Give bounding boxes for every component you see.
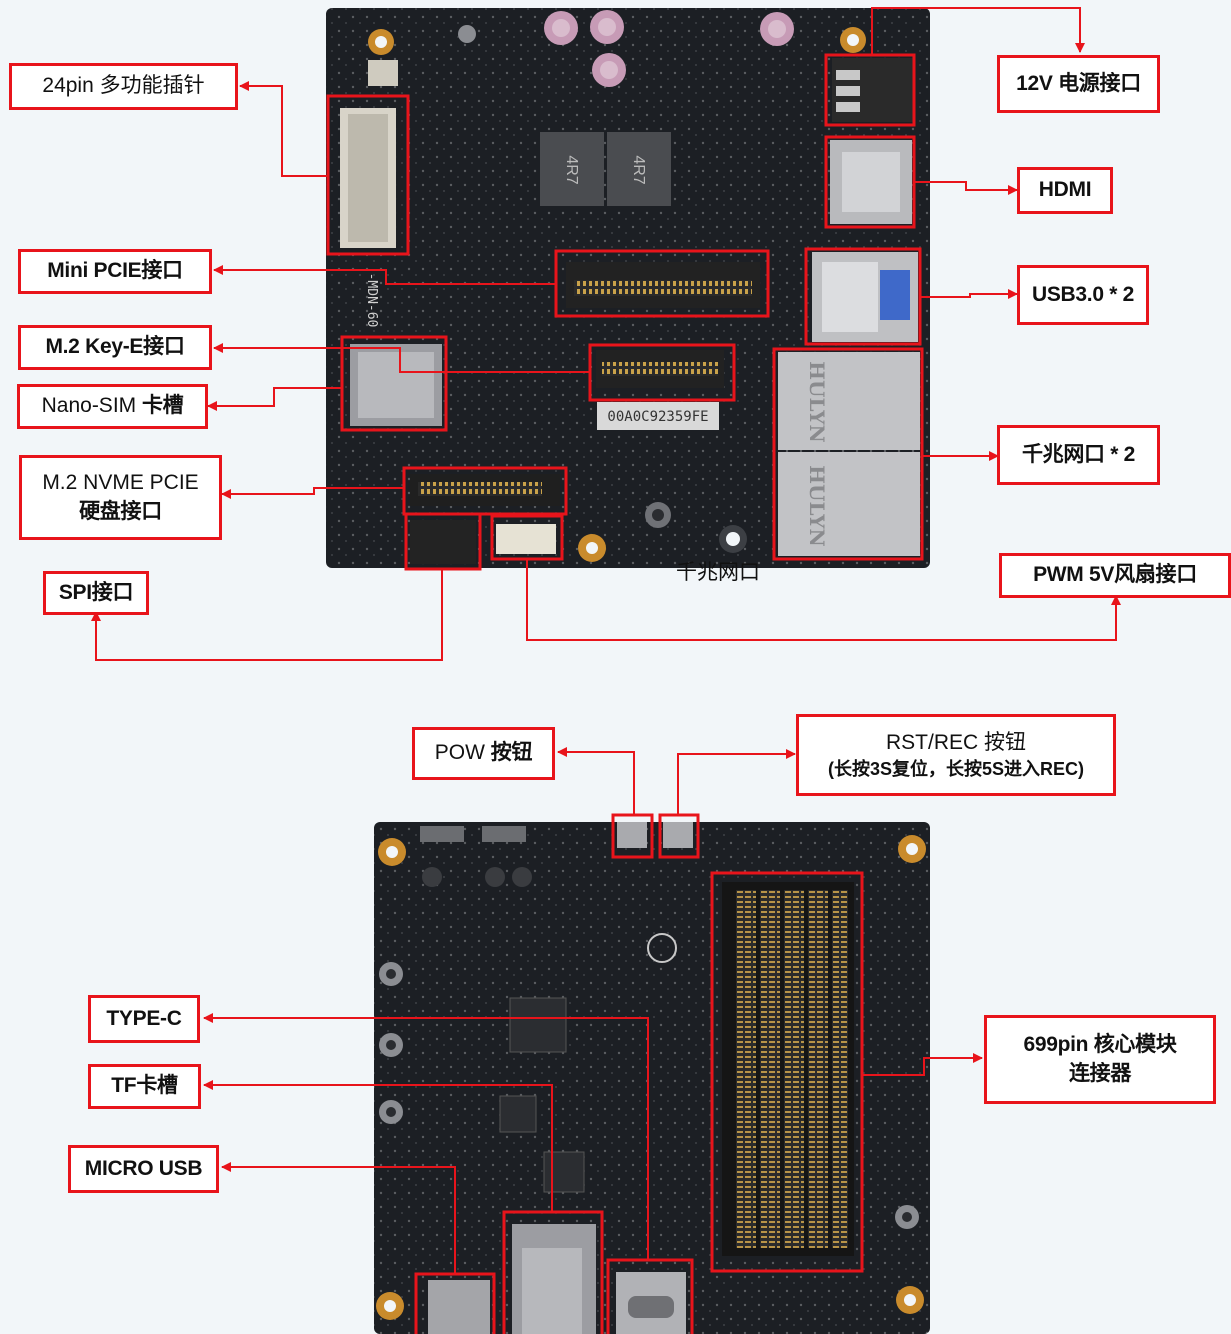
- bottom-callout-lines: [203, 747, 983, 1274]
- label-nano-sim-text: Nano-SIM: [41, 394, 142, 418]
- top-callout-lines: [91, 7, 1121, 661]
- label-24pin-text: 24pin 多功能插针: [42, 74, 205, 98]
- label-pow-button: POW 按钮: [412, 727, 555, 780]
- label-hdmi-text: HDMI: [1038, 178, 1092, 202]
- label-nano-sim-slot: 卡槽: [141, 394, 184, 418]
- label-pow-text: POW: [434, 741, 491, 765]
- label-micro-usb-text: MICRO USB: [84, 1156, 203, 1180]
- mac-sticker: 00A0C92359FE: [607, 409, 708, 425]
- inductor-marking: 4R7: [563, 155, 580, 184]
- silk-marking: -MDN-60: [364, 273, 379, 328]
- label-gigabit-text: 千兆网口 * 2: [1021, 442, 1136, 466]
- label-rst-line1: RST/REC 按钮: [885, 730, 1026, 754]
- label-rst-line2: (长按3S复位，长按5S进入REC): [827, 759, 1085, 780]
- rj45-brand: HULYN: [805, 465, 829, 547]
- label-699pin-line1: 699pin 核心模块: [1023, 1033, 1177, 1057]
- label-usb3: USB3.0 * 2: [1017, 265, 1149, 325]
- label-tf-slot: TF卡槽: [88, 1064, 201, 1109]
- rj45-brand: HULYN: [805, 361, 829, 443]
- label-699pin-line2: 连接器: [1068, 1061, 1132, 1085]
- label-m2-nvme: M.2 NVME PCIE 硬盘接口: [19, 455, 222, 540]
- label-nvme-line1: M.2 NVME PCIE: [42, 471, 199, 495]
- label-pwm-fan-text: PWM 5V风扇接口: [1033, 563, 1197, 587]
- label-24pin-header: 24pin 多功能插针: [9, 63, 238, 110]
- label-mini-pcie-text: Mini PCIE接口: [47, 259, 183, 283]
- label-nvme-line2: 硬盘接口: [79, 499, 162, 523]
- label-pow-button-word: 按钮: [490, 741, 533, 765]
- label-rst-rec-button: RST/REC 按钮 (长按3S复位，长按5S进入REC): [796, 714, 1116, 796]
- top-board: 4R7 4R7 00A0C92359FE: [326, 8, 930, 568]
- label-hdmi: HDMI: [1017, 167, 1113, 214]
- label-spi-text: SPI接口: [58, 580, 134, 604]
- bottom-board: [374, 822, 930, 1334]
- label-12v-text: 12V 电源接口: [1016, 71, 1141, 95]
- label-mini-pcie: Mini PCIE接口: [18, 249, 212, 294]
- label-m2-key-e: M.2 Key-E接口: [18, 325, 212, 370]
- label-spi: SPI接口: [43, 571, 149, 615]
- label-usb3-text: USB3.0 * 2: [1031, 282, 1135, 306]
- gigabit-caption: 千兆网口: [676, 561, 760, 584]
- label-type-c-text: TYPE-C: [106, 1006, 182, 1030]
- label-gigabit-ports: 千兆网口 * 2: [997, 425, 1160, 485]
- label-m2-key-e-text: M.2 Key-E接口: [45, 335, 185, 359]
- inductor-marking: 4R7: [630, 155, 647, 184]
- label-tf-text: TF卡槽: [111, 1074, 178, 1098]
- bottom-highlight-boxes: [414, 813, 864, 1334]
- label-12v-power: 12V 电源接口: [997, 55, 1160, 113]
- label-micro-usb: MICRO USB: [68, 1145, 219, 1193]
- label-nano-sim: Nano-SIM 卡槽: [17, 384, 208, 429]
- label-pwm-fan: PWM 5V风扇接口: [999, 553, 1231, 598]
- label-699pin-connector: 699pin 核心模块 连接器: [984, 1015, 1216, 1104]
- label-type-c: TYPE-C: [88, 995, 200, 1043]
